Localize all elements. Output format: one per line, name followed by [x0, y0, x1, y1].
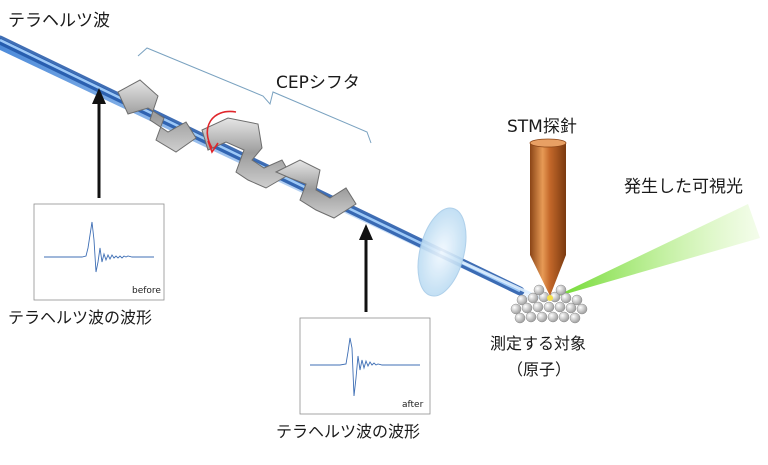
emitted-light-label: 発生した可視光	[624, 177, 743, 197]
cep-bracket	[137, 47, 372, 144]
junction-spot	[547, 295, 553, 301]
cep-shifter-label: CEPシフタ	[276, 73, 360, 93]
curved-arrow-icon	[206, 110, 237, 149]
lens	[417, 207, 467, 297]
cep-shifter	[117, 79, 357, 219]
target-label-line1: 測定する対象	[490, 334, 587, 353]
waveform-inset-after	[299, 317, 431, 415]
emitted-light-beam	[552, 204, 760, 298]
waveform-after-label: テラヘルツ波の波形	[276, 422, 421, 441]
stm-tip	[529, 138, 567, 296]
up-arrow-icon	[92, 88, 106, 198]
target-label-line2: （原子）	[507, 360, 572, 379]
stm-tip-label: STM探針	[507, 117, 577, 137]
atom-cluster	[510, 284, 588, 324]
waveform-inset-before	[33, 203, 165, 301]
up-arrow-icon	[359, 224, 373, 312]
waveform-before-label: テラヘルツ波の波形	[8, 308, 153, 327]
after-caption: after	[402, 400, 424, 410]
thz-wave-label: テラヘルツ波	[8, 11, 110, 31]
before-caption: before	[132, 286, 161, 296]
